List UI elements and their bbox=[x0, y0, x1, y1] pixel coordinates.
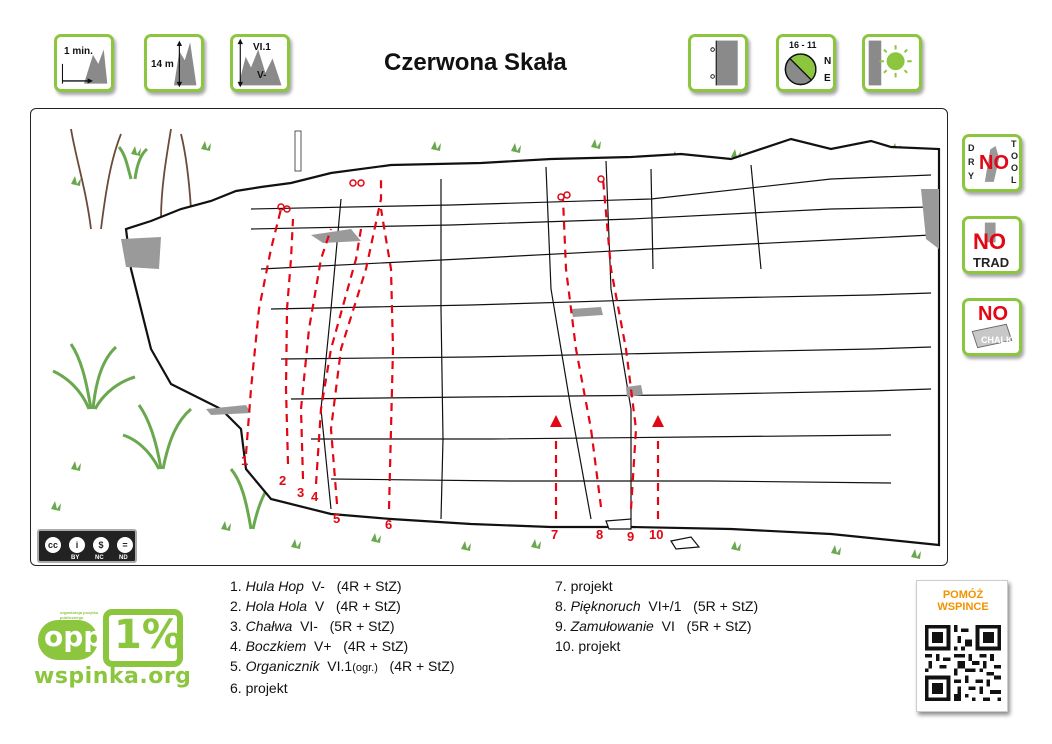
opp-small-text: organizacja pożytku publicznego bbox=[60, 610, 99, 620]
route-line-9 bbox=[601, 178, 638, 510]
compass-north-label: N bbox=[824, 56, 832, 67]
rock-strata bbox=[250, 174, 932, 484]
topo-pillar bbox=[294, 130, 302, 172]
route-list-left: 1. Hula Hop V- (4R + StZ) 2. Hola Hola V… bbox=[230, 576, 455, 698]
route-item-6: 6. projekt bbox=[230, 680, 288, 696]
route-line-1 bbox=[244, 208, 283, 455]
route-item-10: 10. projekt bbox=[555, 638, 621, 654]
wall-height-icon: 14 m bbox=[144, 34, 204, 92]
grade-max-label: VI.1 bbox=[253, 42, 271, 53]
route-anchors bbox=[277, 175, 605, 213]
topo-label-4: 4 bbox=[311, 489, 319, 504]
approach-label: 1 min. bbox=[64, 46, 93, 57]
route-item-3: 3. Chałwa VI- (5R + StZ) bbox=[230, 618, 395, 634]
route-item-2: 2. Hola Hola V (4R + StZ) bbox=[230, 598, 401, 614]
grade-min-label: V- bbox=[257, 70, 267, 81]
route-item-7: 7. projekt bbox=[555, 578, 613, 594]
topo-label-6: 6 bbox=[385, 517, 393, 532]
route-arrows bbox=[550, 415, 664, 427]
cc-icon: cc bbox=[43, 535, 63, 555]
route-line-8 bbox=[561, 198, 603, 508]
route-item-8: 8. Pięknoruch VI+/1 (5R + StZ) bbox=[555, 598, 759, 614]
route-lines bbox=[244, 178, 660, 519]
by-label: BY bbox=[71, 555, 80, 561]
topo-label-5: 5 bbox=[333, 511, 341, 526]
topo-label-2: 2 bbox=[279, 473, 287, 488]
route-line-4 bbox=[314, 228, 363, 485]
page-title: Czerwona Skała bbox=[384, 49, 567, 76]
nd-icon: = bbox=[115, 535, 135, 555]
dry-letter-r: R bbox=[968, 157, 975, 167]
dry-letter-d: D bbox=[968, 143, 975, 153]
route-item-1: 1. Hula Hop V- (4R + StZ) bbox=[230, 578, 402, 594]
donate-caption: POMÓŻ WSPINCE bbox=[937, 589, 989, 613]
opp-logo: organizacja pożytku publicznego opp 1% bbox=[30, 606, 190, 696]
donate-qr-card[interactable]: POMÓŻ WSPINCE bbox=[916, 580, 1008, 712]
route-line-5 bbox=[329, 179, 383, 505]
sun-icon bbox=[862, 34, 922, 92]
rock-outline bbox=[124, 137, 941, 547]
rock-shadows bbox=[121, 189, 939, 415]
topo-label-10: 10 bbox=[649, 527, 664, 542]
chalk-no: NO bbox=[978, 303, 1008, 325]
qr-code-icon[interactable] bbox=[925, 625, 1001, 701]
dry-tool-no: NO bbox=[979, 152, 1009, 174]
sun-hours-label: 16 - 11 bbox=[789, 40, 817, 50]
grade-range-icon: VI.1 V- bbox=[230, 34, 290, 92]
nc-icon: $ bbox=[91, 535, 111, 555]
site-name: wspinka.org bbox=[34, 664, 192, 689]
compass-east-label: E bbox=[824, 73, 831, 84]
one-percent-text: 1% bbox=[114, 612, 182, 658]
rock-face-illustration bbox=[51, 128, 941, 559]
sun-exposure-compass-icon: 16 - 11 N E bbox=[776, 34, 836, 92]
crag-topo-drawing: 1 2 3 4 5 6 7 8 9 10 cc i $ = BY NC ND bbox=[30, 108, 948, 566]
height-label: 14 m bbox=[151, 59, 174, 70]
route-list-right: 7. projekt 8. Pięknoruch VI+/1 (5R + StZ… bbox=[555, 576, 758, 656]
opp-text: opp bbox=[44, 620, 104, 653]
no-chalk-icon: NO CHALK bbox=[962, 298, 1022, 356]
tool-letter-l: L bbox=[1011, 175, 1017, 185]
dry-letter-y: Y bbox=[968, 171, 975, 181]
route-line-6 bbox=[379, 208, 395, 510]
topo-label-1: 1 bbox=[241, 453, 249, 468]
no-trad-icon: NO TRAD bbox=[962, 216, 1022, 274]
base-stones bbox=[605, 518, 701, 550]
tool-letter-o1: O bbox=[1011, 151, 1019, 161]
topo-label-7: 7 bbox=[551, 527, 559, 542]
vertical-wall-icon bbox=[688, 34, 748, 92]
cc-license-badge: cc i $ = BY NC ND bbox=[37, 529, 137, 563]
trad-label: TRAD bbox=[973, 255, 1010, 270]
rock-cracks bbox=[320, 160, 762, 520]
tool-letter-o2: O bbox=[1011, 163, 1019, 173]
nd-label: ND bbox=[119, 555, 128, 561]
route-line-3 bbox=[299, 228, 333, 480]
chalk-label: CHALK bbox=[981, 335, 1013, 345]
topo-label-9: 9 bbox=[627, 529, 635, 544]
route-item-9: 9. Zamułowanie VI (5R + StZ) bbox=[555, 618, 752, 634]
topo-label-8: 8 bbox=[596, 527, 604, 542]
route-item-4: 4. Boczkiem V+ (4R + StZ) bbox=[230, 638, 409, 654]
approach-time-icon: 1 min. bbox=[54, 34, 114, 92]
tree-branches bbox=[70, 128, 192, 230]
no-dry-tool-icon: D R Y NO T O O L bbox=[962, 134, 1022, 192]
topo-label-3: 3 bbox=[297, 485, 305, 500]
by-icon: i bbox=[67, 535, 87, 555]
nc-label: NC bbox=[95, 555, 104, 561]
route-line-2 bbox=[284, 218, 295, 465]
route-item-5: 5. Organicznik VI.1(ogr.) (4R + StZ) bbox=[230, 658, 455, 674]
trad-no: NO bbox=[973, 229, 1006, 254]
tool-letter-t: T bbox=[1011, 139, 1017, 149]
